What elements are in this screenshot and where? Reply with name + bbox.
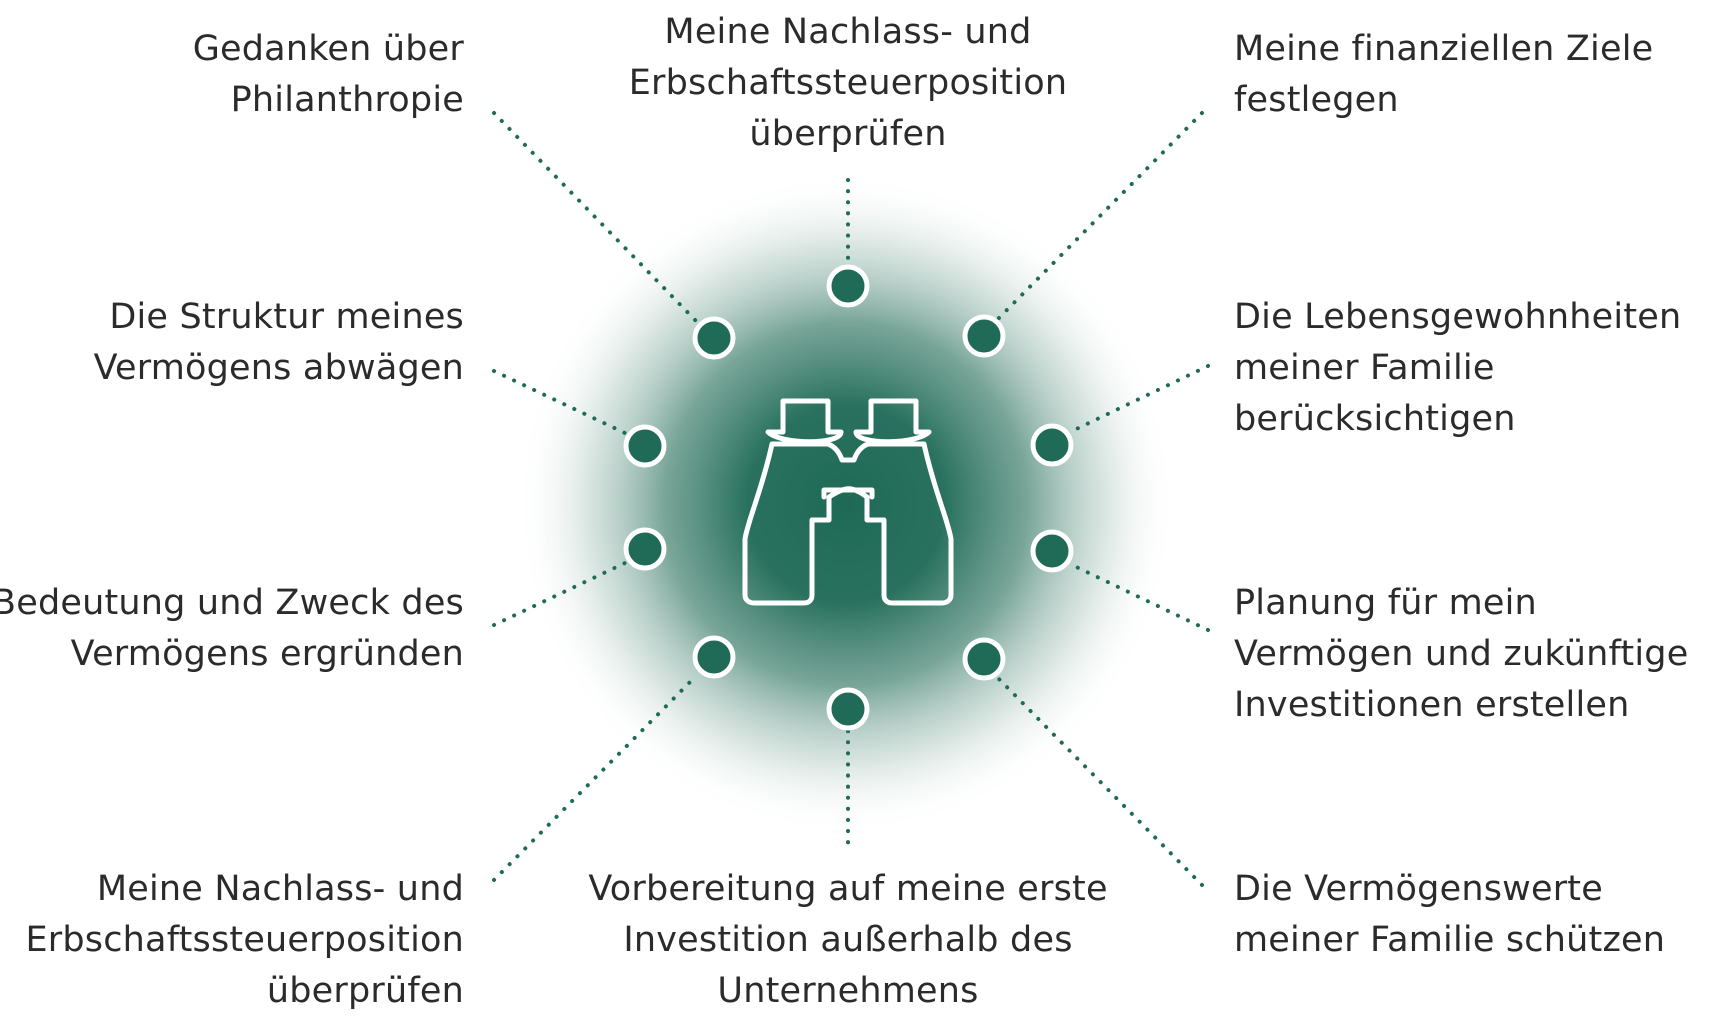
connector-philanthropy [492, 111, 699, 324]
node-lifestyle [1030, 423, 1074, 467]
label-estate-bottom: Meine Nachlass- und Erbschaftssteuerposi… [25, 869, 464, 1011]
binoculars-icon [742, 398, 954, 606]
label-goals: Meine finanziellen Ziele festlegen [1234, 29, 1654, 120]
connector-protect [993, 673, 1204, 887]
node-structure [623, 424, 667, 468]
node-planning [1030, 529, 1074, 573]
node-philanthropy [692, 316, 736, 360]
node-first-investment [826, 687, 870, 731]
node-protect [962, 637, 1006, 681]
label-lifestyle: Die Lebensgewohnheiten meiner Familie be… [1234, 297, 1682, 439]
label-first-investment: Vorbereitung auf meine erste Investition… [588, 869, 1108, 1011]
label-philanthropy: Gedanken über Philanthropie [192, 29, 464, 120]
label-purpose: Bedeutung und Zweck des Vermögens ergrün… [0, 583, 464, 674]
connector-estate-bottom [492, 673, 699, 882]
nodes [623, 264, 1074, 731]
node-goals [962, 314, 1006, 358]
node-purpose [623, 527, 667, 571]
label-estate-top: Meine Nachlass- und Erbschaftssteuerposi… [628, 12, 1068, 154]
connector-purpose [492, 561, 627, 627]
label-planning: Planung für mein Vermögen und zukünftige… [1234, 583, 1689, 725]
connector-structure [492, 369, 627, 435]
connector-lifestyle [1066, 364, 1210, 435]
connector-goals [993, 111, 1204, 324]
connectors [492, 111, 1210, 887]
node-estate-top [826, 264, 870, 308]
center-glow [516, 174, 1176, 834]
connector-planning [1066, 561, 1210, 632]
node-estate-bottom [692, 635, 736, 679]
label-structure: Die Struktur meines Vermögens abwägen [93, 297, 464, 388]
label-protect: Die Vermögenswerte meiner Familie schütz… [1234, 869, 1666, 960]
